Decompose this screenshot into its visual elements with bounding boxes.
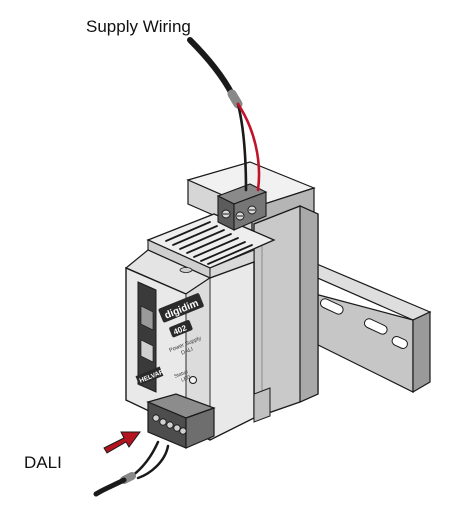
supply-wiring-label: Supply Wiring [86,17,191,36]
subtitle-line2: DALI [180,346,194,356]
status-line1: Status [174,369,190,380]
vent-slots [165,221,253,265]
front-panel [137,281,157,393]
status-led [189,376,197,384]
supply-terminal-block [216,183,268,231]
status-line2: LED [180,374,192,383]
housing-front [125,261,255,441]
dali-label: DALI [24,453,62,472]
dali-connector [146,393,216,449]
din-rail [293,261,432,394]
insertion-arrow [103,431,141,454]
dali-cable [93,440,170,497]
housing-side [253,205,319,419]
supply-cable [187,37,261,192]
housing-foot [253,387,271,423]
